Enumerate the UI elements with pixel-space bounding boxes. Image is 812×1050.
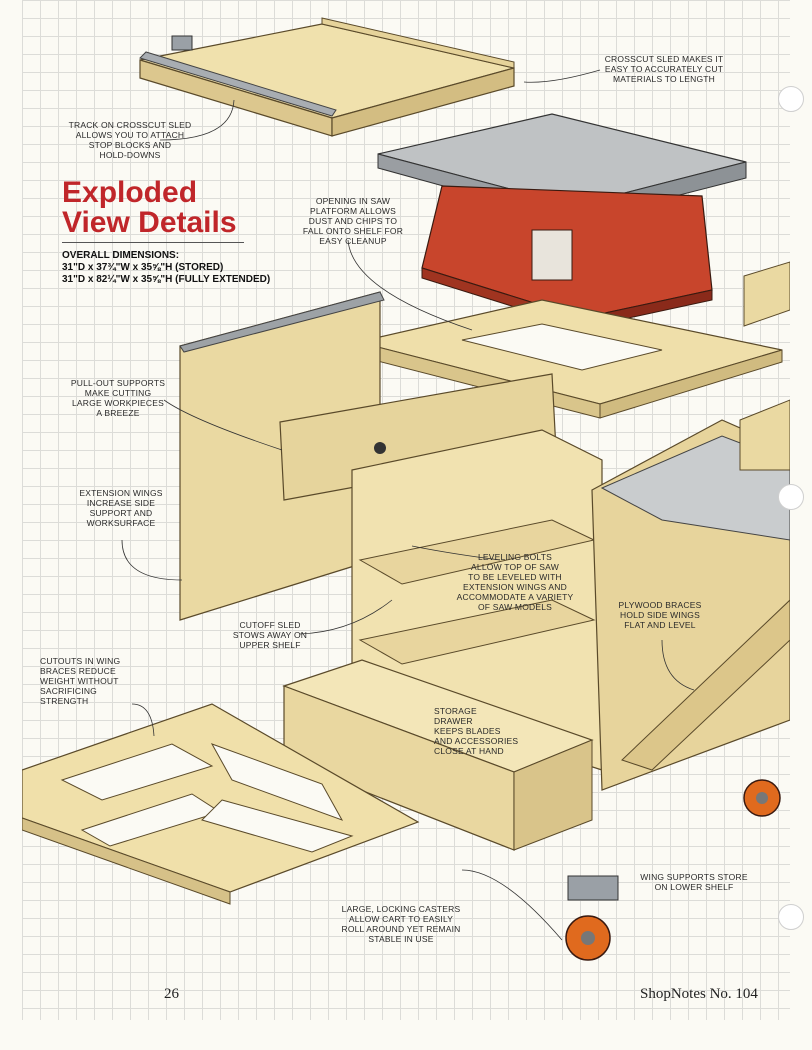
page-number: 26 [164, 986, 179, 1002]
table-saw [377, 113, 747, 329]
publication-name: ShopNotes No. 104 [640, 986, 758, 1002]
left-extension-wing [179, 291, 557, 621]
leader-lines [121, 69, 695, 941]
callout-wing-supports: WING SUPPORTS STORE ON LOWER SHELF [640, 872, 748, 892]
callout-cutoff-sled: CUTOFF SLED STOWS AWAY ON UPPER SHELF [232, 620, 308, 650]
callout-extension-wings: EXTENSION WINGS INCREASE SIDE SUPPORT AN… [79, 488, 163, 528]
callout-plywood-braces: PLYWOOD BRACES HOLD SIDE WINGS FLAT AND … [618, 600, 702, 630]
overall-dimensions: OVERALL DIMENSIONS: 31"D x 37¾"W x 35⅝"H… [62, 250, 271, 285]
magazine-page: CROSSCUT SLED MAKES IT EASY TO ACCURATEL… [22, 0, 790, 1020]
wing-brace [22, 703, 420, 905]
page-title: Exploded View Details [62, 176, 237, 239]
title-divider [62, 242, 244, 243]
exploded-view-illustration [22, 17, 790, 961]
callout-leveling-bolts: LEVELING BOLTS ALLOW TOP OF SAW TO BE LE… [456, 552, 574, 612]
callout-pullout: PULL-OUT SUPPORTS MAKE CUTTING LARGE WOR… [70, 378, 166, 418]
callout-track: TRACK ON CROSSCUT SLED ALLOWS YOU TO ATT… [68, 120, 192, 160]
callout-cutouts: CUTOUTS IN WING BRACES REDUCE WEIGHT WIT… [40, 656, 121, 706]
callout-casters: LARGE, LOCKING CASTERS ALLOW CART TO EAS… [341, 904, 461, 944]
binder-hole-bottom [778, 904, 804, 930]
crosscut-sled [139, 17, 515, 137]
storage-drawer [282, 659, 594, 851]
caster-wheels [565, 779, 781, 961]
callout-storage-drawer: STORAGE DRAWER KEEPS BLADES AND ACCESSOR… [434, 706, 519, 756]
callout-crosscut-sled: CROSSCUT SLED MAKES IT EASY TO ACCURATEL… [604, 54, 724, 84]
callout-opening: OPENING IN SAW PLATFORM ALLOWS DUST AND … [302, 196, 404, 246]
binder-hole-middle [778, 484, 804, 510]
right-extension-wing [591, 261, 790, 791]
binder-hole-top [778, 86, 804, 112]
